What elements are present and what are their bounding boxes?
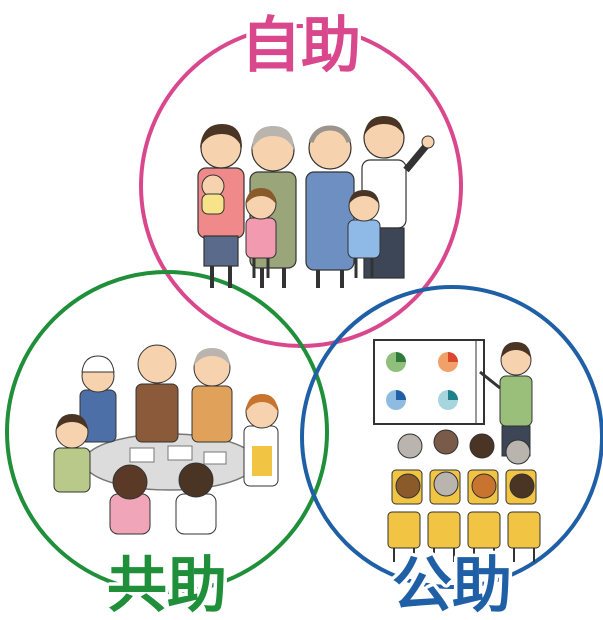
grandfather-figure xyxy=(305,125,355,288)
cap-person-figure xyxy=(79,355,117,443)
family-group-icon xyxy=(197,116,435,288)
boy-figure xyxy=(347,190,381,278)
seated-man-left-figure xyxy=(53,414,91,493)
audience-group xyxy=(387,429,541,562)
seated-person-back-figure xyxy=(175,462,217,535)
presenter-figure xyxy=(479,342,533,457)
seated-woman-back-figure xyxy=(109,464,151,535)
public-help-circle xyxy=(300,285,603,589)
public-seminar-icon xyxy=(373,339,541,562)
self-help-label: 自助 xyxy=(241,11,361,81)
mother-figure xyxy=(197,124,245,288)
public-help-label: 公助 xyxy=(392,551,512,620)
community-meeting-icon xyxy=(53,344,279,535)
elder-man-figure xyxy=(135,344,179,443)
presentation-board xyxy=(373,339,485,425)
elder-woman-figure xyxy=(191,348,233,443)
mutual-help-label: 共助 xyxy=(107,551,227,620)
young-woman-figure xyxy=(243,394,279,487)
girl-figure xyxy=(245,188,277,278)
mutual-help-circle xyxy=(5,270,329,594)
